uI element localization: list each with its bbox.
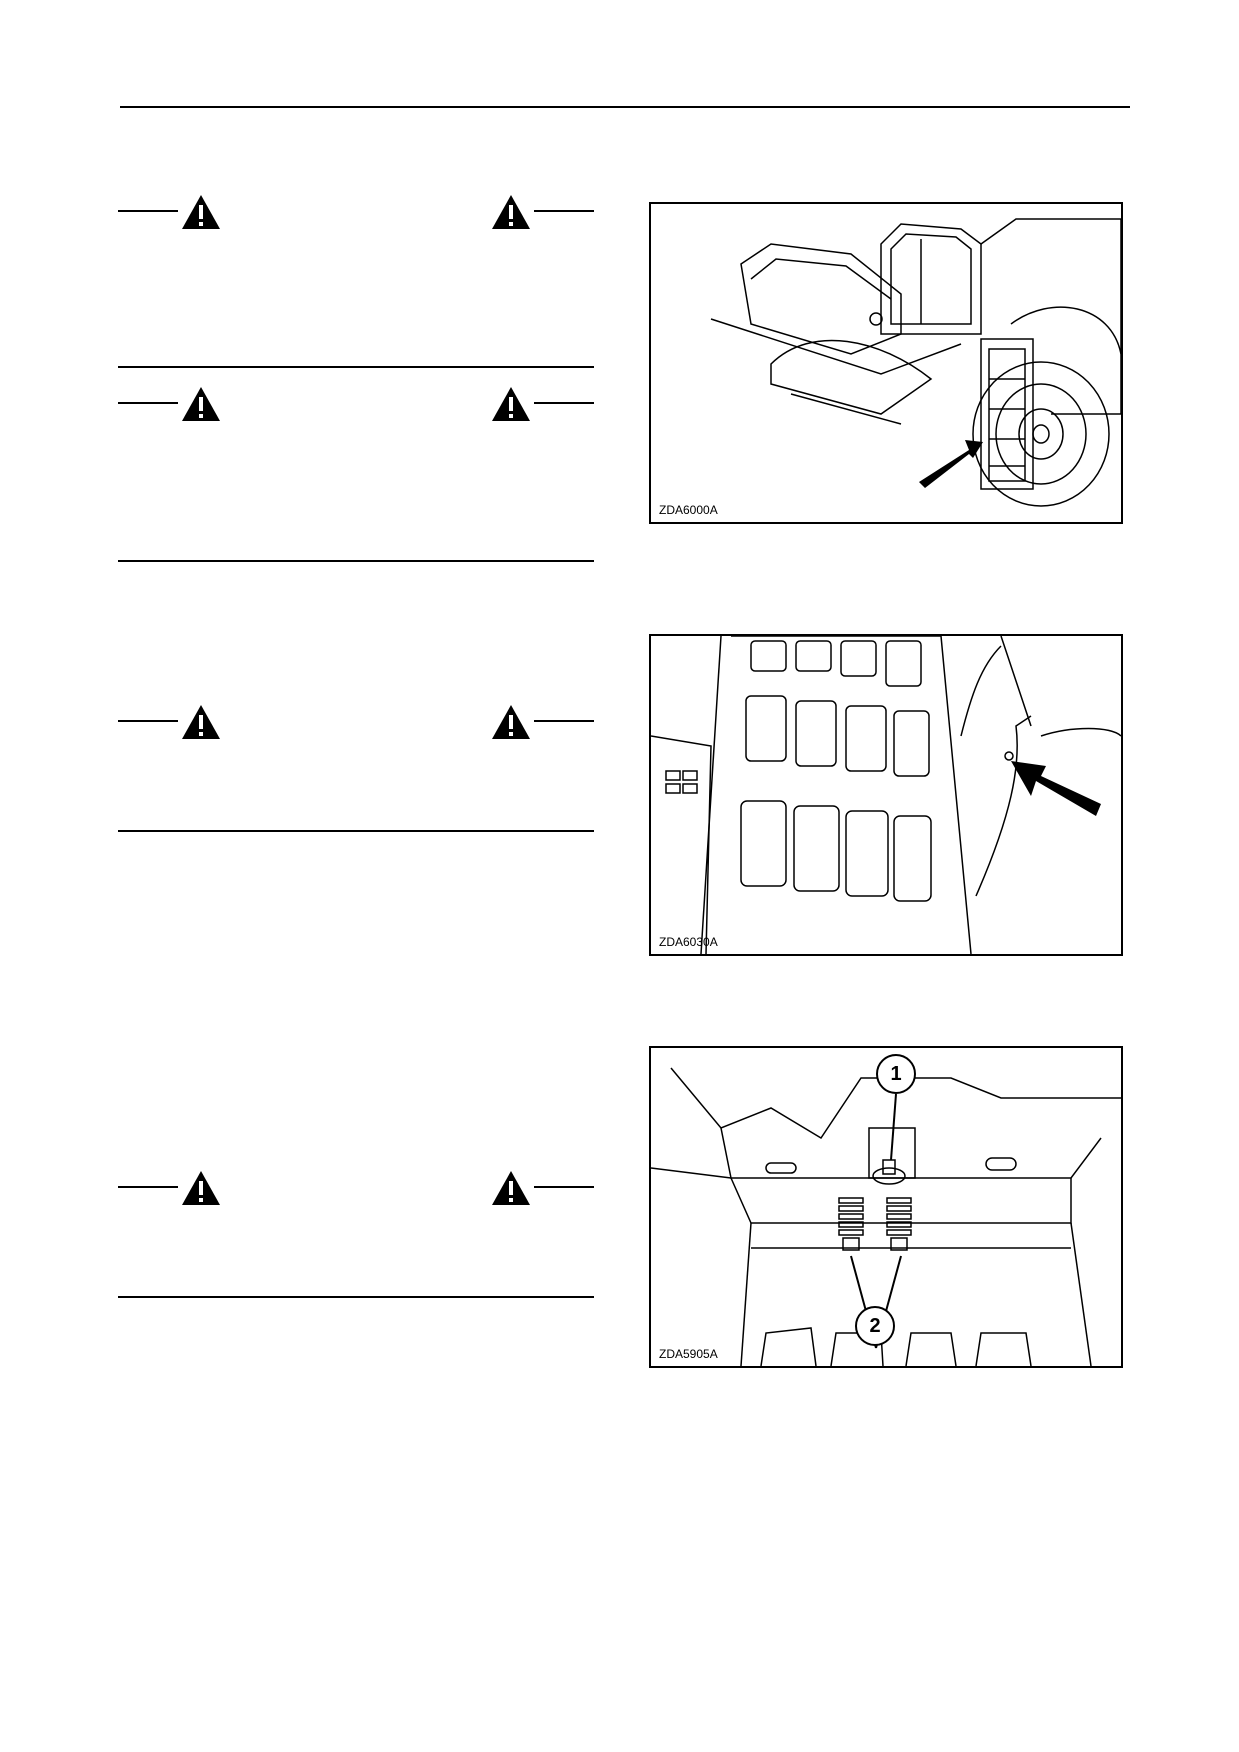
warning-line-right — [534, 1186, 594, 1188]
warning-line-right — [534, 720, 594, 722]
warning-separator — [118, 366, 594, 368]
warning-header-4 — [118, 1170, 594, 1205]
figure-code: ZDA6030A — [659, 935, 718, 949]
callout-1: 1 — [876, 1054, 916, 1094]
warning-header-3 — [118, 704, 594, 739]
warning-separator — [118, 1296, 594, 1298]
warning-header-1 — [118, 194, 594, 229]
figure-fastening: 1 2 ZDA5905A — [649, 1046, 1123, 1368]
warning-triangle-icon — [492, 195, 530, 229]
callout-2: 2 — [855, 1306, 895, 1346]
warning-line-left — [118, 720, 178, 722]
warning-separator — [118, 830, 594, 832]
header-rule — [120, 106, 1130, 108]
warning-triangle-icon — [182, 387, 220, 421]
warning-line-left — [118, 210, 178, 212]
figure-code: ZDA5905A — [659, 1347, 718, 1361]
spring-right — [886, 1197, 912, 1251]
fastening-illustration — [651, 1067, 1121, 1366]
warning-header-2 — [118, 386, 594, 421]
cab-panel-illustration — [651, 636, 1121, 954]
figure-combine-ladder: ZDA6000A — [649, 202, 1123, 524]
warning-separator — [118, 560, 594, 562]
warning-triangle-icon — [182, 195, 220, 229]
warning-triangle-icon — [182, 1171, 220, 1205]
warning-triangle-icon — [492, 387, 530, 421]
combine-ladder-illustration — [710, 218, 1121, 507]
warning-triangle-icon — [492, 705, 530, 739]
pointer-arrow-icon — [1011, 761, 1101, 816]
figure-code: ZDA6000A — [659, 503, 718, 517]
warning-line-left — [118, 1186, 178, 1188]
warning-triangle-icon — [492, 1171, 530, 1205]
figure-cab-panel: ZDA6030A — [649, 634, 1123, 956]
spring-left — [838, 1197, 864, 1251]
warning-triangle-icon — [182, 705, 220, 739]
warning-line-right — [534, 210, 594, 212]
warning-line-right — [534, 402, 594, 404]
pointer-arrow-icon — [919, 440, 983, 488]
warning-line-left — [118, 402, 178, 404]
